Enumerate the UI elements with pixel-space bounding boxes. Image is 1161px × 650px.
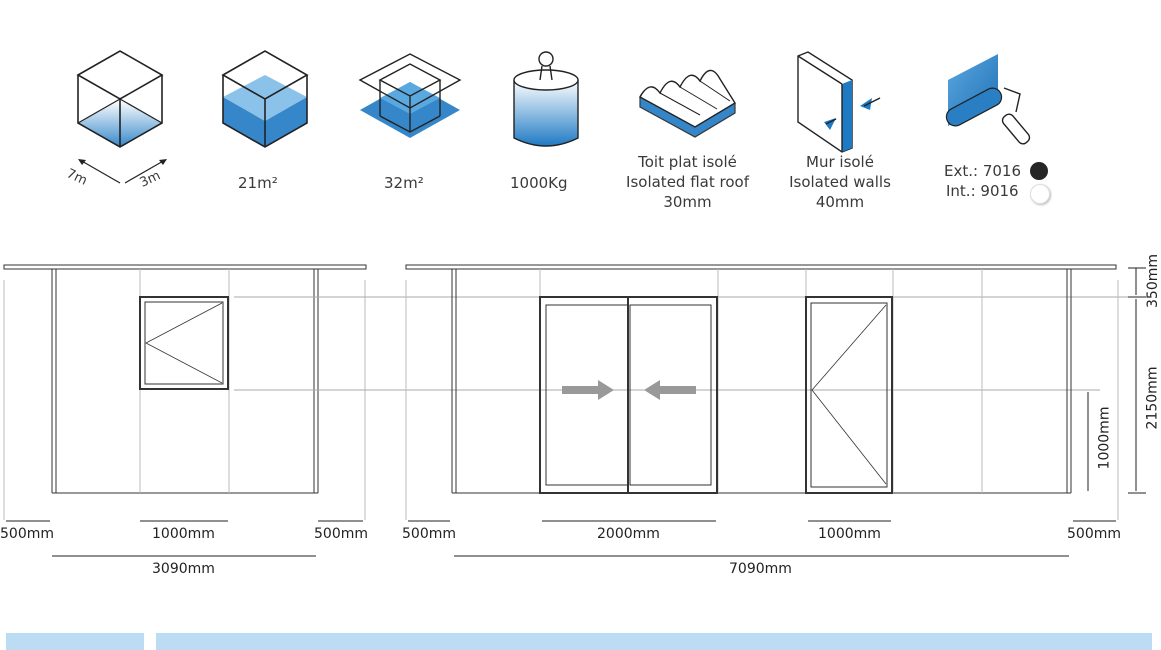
walls-caption: Mur isolé Isolated walls 40mm [770,152,910,212]
roof-caption-line1: Toit plat isolé [638,153,737,171]
dim-left-window: 1000mm [152,526,215,542]
roof-caption: Toit plat isolé Isolated flat roof 30mm [615,152,760,212]
right-roof-edge [405,264,1117,270]
dim-right-side-right: 500mm [1067,526,1121,542]
dimension-arrows-icon [78,159,167,184]
single-door [805,296,893,494]
elevation-drawing [3,264,1146,557]
floor-area-cube-icon [221,50,309,148]
flat-roof-icon [639,69,736,138]
walls-caption-line2: Isolated walls [789,173,891,191]
ext-color-swatch [1030,162,1048,180]
paint-roller-icon [945,54,1031,145]
walls-caption-line1: Mur isolé [806,153,874,171]
bottom-bar-right [156,633,1152,650]
load-label: 1000Kg [510,174,568,192]
dim-sliding-door: 2000mm [597,526,660,542]
dim-window-sill: 1000mm [1096,406,1113,470]
slide-left-arrow [644,380,696,400]
roof-caption-line2: Isolated flat roof [626,173,749,191]
dim-left-side-right: 500mm [314,526,368,542]
int-color-swatch [1030,184,1050,204]
dim-roof-height: 350mm [1145,254,1161,308]
dim-left-total: 3090mm [152,561,215,577]
left-roof-edge [3,264,367,270]
feature-icon-row: 7m 3m 21m² 32m² 1000Kg [0,0,1155,225]
surface-area-label: 32m² [384,174,424,192]
walls-caption-line3: 40mm [815,193,865,211]
dim-door: 1000mm [818,526,881,542]
int-color-label: Int.: 9016 [946,182,1019,200]
dimensions-cube-icon [76,50,164,148]
left-window [139,296,229,390]
dim-right-side-left: 500mm [402,526,456,542]
weight-load-icon [513,51,579,147]
slide-right-arrow [562,380,614,400]
dim-wall-height: 2150mm [1144,366,1161,430]
ext-color-label: Ext.: 7016 [944,162,1021,180]
dim-left-side-left: 500mm [0,526,54,542]
surface-area-icon [358,53,462,138]
dim-right-total: 7090mm [729,561,792,577]
roof-caption-line3: 30mm [663,193,712,211]
floor-area-label: 21m² [238,174,278,192]
insulated-wall-icon [797,51,881,153]
bottom-bar-left [6,633,144,650]
